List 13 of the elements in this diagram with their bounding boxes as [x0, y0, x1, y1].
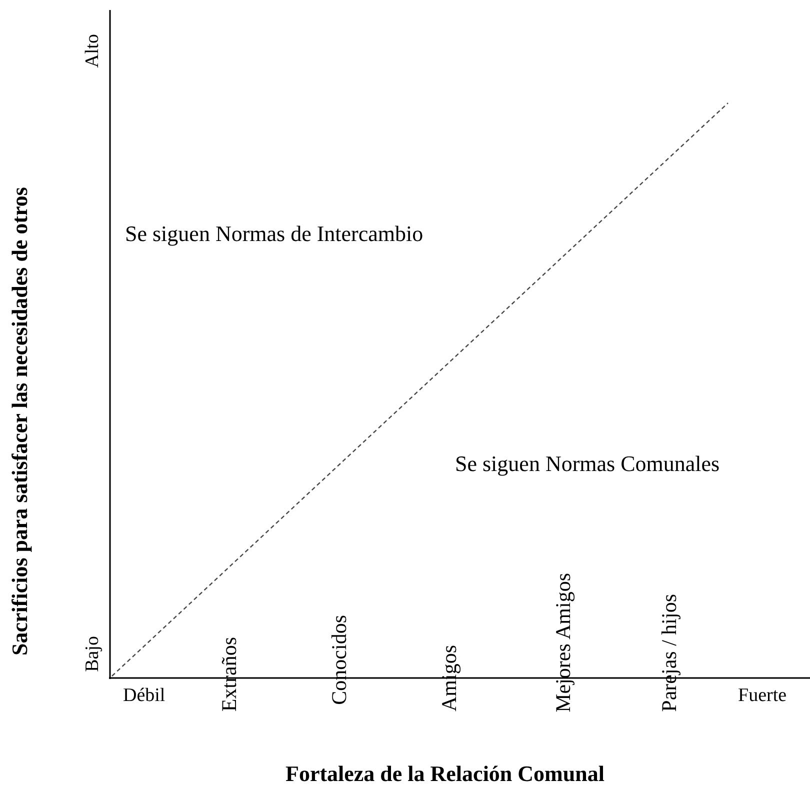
- region-label: Se siguen Normas de Intercambio: [125, 222, 424, 246]
- axis-tick-label: Alto: [83, 34, 104, 68]
- category-label: Conocidos: [328, 615, 352, 705]
- axis-title: Fortaleza de la Relación Comunal: [286, 762, 604, 786]
- axis-tick-label: Fuerte: [738, 686, 787, 707]
- region-label: Se siguen Normas Comunales: [455, 452, 720, 476]
- category-label: Mejores Amigos: [552, 572, 576, 712]
- axis-title: Sacrificios para satisfacer las necesidades de otros: [8, 186, 32, 655]
- axis-tick-label: Bajo: [83, 636, 104, 672]
- category-label: Extraños: [218, 637, 242, 712]
- category-label: Amigos: [438, 645, 462, 712]
- axis-tick-label: Débil: [123, 686, 166, 707]
- category-label: Parejas / hijos: [658, 594, 682, 712]
